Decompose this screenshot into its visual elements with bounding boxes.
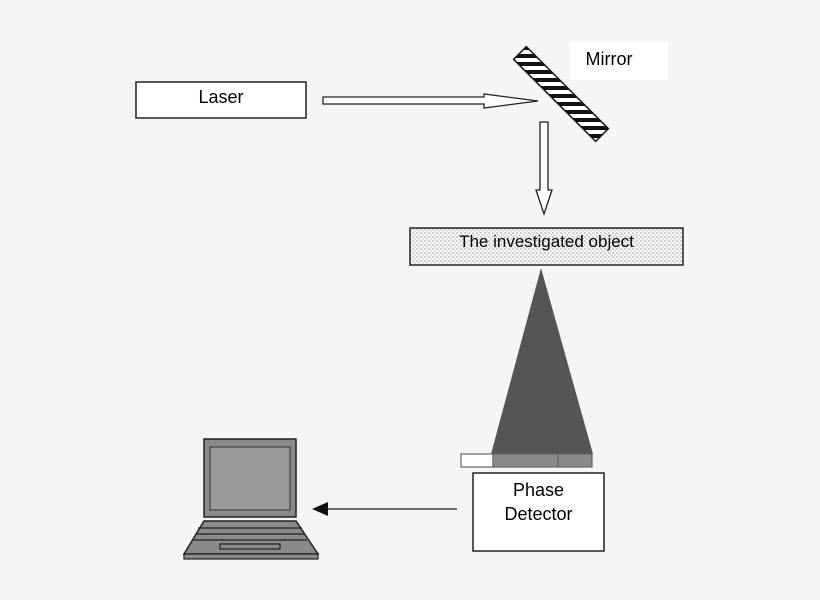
laser-beam-arrow [322, 93, 539, 109]
phase-detector-label-line1: Phase [512, 480, 565, 500]
mirror-label-box [570, 42, 668, 80]
sensor-strip-left [460, 453, 494, 468]
reflected-beam-arrow [535, 121, 553, 217]
phase-detector-box [472, 472, 605, 552]
sensor-strip-middle [492, 453, 559, 468]
laptop-icon [182, 438, 320, 560]
sensor-strip-right [557, 453, 593, 468]
phase-detector-label: Phase Detector [473, 478, 604, 538]
phase-detector-label-line2: Detector [504, 504, 573, 524]
mirror-label: Mirror [585, 49, 633, 69]
detector-to-laptop-arrowhead [312, 502, 328, 516]
laser-box [135, 81, 307, 119]
investigated-object-label: The investigated object [459, 232, 634, 251]
laser-label: Laser [198, 87, 244, 107]
mirror-icon [512, 45, 610, 143]
investigated-object-box [409, 227, 684, 266]
beam-cone [491, 268, 593, 454]
